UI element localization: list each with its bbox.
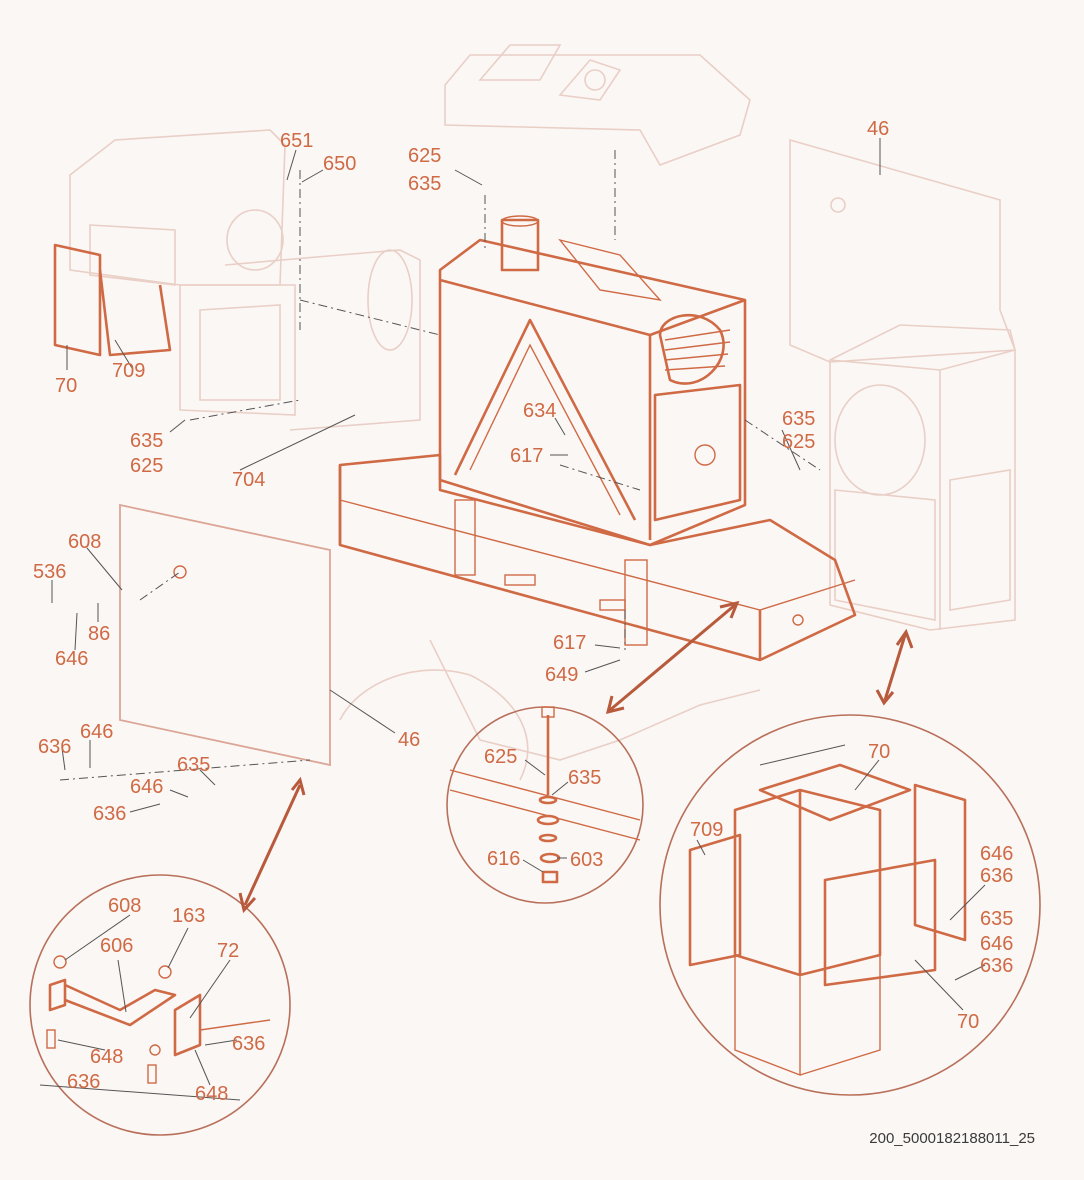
callout-70-left: 70 xyxy=(55,375,77,397)
callout-636-detail-d: 636 xyxy=(67,1071,100,1093)
callout-46-left: 46 xyxy=(398,729,420,751)
central-frame xyxy=(438,215,747,547)
callout-709-detail: 709 xyxy=(690,819,723,841)
callout-625-left: 625 xyxy=(130,455,163,477)
callout-648-a: 648 xyxy=(90,1046,123,1068)
top-cover-panel xyxy=(444,44,751,166)
detail-circle-right xyxy=(659,714,1041,1096)
callout-603: 603 xyxy=(570,849,603,871)
callout-646-detail-b: 646 xyxy=(980,933,1013,955)
callout-651: 651 xyxy=(280,130,313,152)
callout-625-detail: 625 xyxy=(484,746,517,768)
callout-709-left: 709 xyxy=(112,360,145,382)
callout-163: 163 xyxy=(172,905,205,927)
callout-70-detail-bottom: 70 xyxy=(957,1011,979,1033)
callout-635-right: 635 xyxy=(782,408,815,430)
assembly-lines xyxy=(59,150,821,781)
callout-646-b: 646 xyxy=(130,776,163,798)
callout-635-detail-b: 635 xyxy=(980,908,1013,930)
callout-634: 634 xyxy=(523,400,556,422)
callout-650: 650 xyxy=(323,153,356,175)
callout-617-upper: 617 xyxy=(510,445,543,467)
detail-circle-bottom-left xyxy=(29,874,291,1136)
callout-636-a: 636 xyxy=(38,736,71,758)
callout-labels: 651 650 625 635 46 70 709 635 625 704 63… xyxy=(33,118,1013,1105)
callout-86: 86 xyxy=(88,623,110,645)
callout-646-a: 646 xyxy=(80,721,113,743)
gasket-70-left xyxy=(53,243,172,357)
callout-608-panel: 608 xyxy=(68,531,101,553)
callout-635-left: 635 xyxy=(130,430,163,452)
detail-circle-bottom-middle xyxy=(446,706,644,904)
callout-648-b: 648 xyxy=(195,1083,228,1105)
base-frame-faint xyxy=(339,639,761,781)
callout-646-detail-a: 646 xyxy=(980,843,1013,865)
callout-636-detail-b: 636 xyxy=(980,955,1013,977)
right-heater-housing xyxy=(829,324,1016,631)
callout-70-detail-top: 70 xyxy=(868,741,890,763)
base-chassis xyxy=(338,453,857,662)
callout-617-lower: 617 xyxy=(553,632,586,654)
callout-625-right: 625 xyxy=(782,431,815,453)
callout-46-right: 46 xyxy=(867,118,889,140)
right-side-panel-46 xyxy=(789,138,1017,363)
callout-635-detail: 635 xyxy=(568,767,601,789)
callout-636-detail-a: 636 xyxy=(980,865,1013,887)
left-side-panel-46 xyxy=(119,503,331,767)
left-heater-housing xyxy=(69,129,421,431)
callout-606: 606 xyxy=(100,935,133,957)
callout-649: 649 xyxy=(545,664,578,686)
drawing-reference-code: 200_5000182188011_25 xyxy=(869,1130,1035,1147)
callout-72: 72 xyxy=(217,940,239,962)
callout-636-detail-c: 636 xyxy=(232,1033,265,1055)
leader-lines xyxy=(51,138,986,1086)
detail-arrows xyxy=(238,600,914,914)
callout-704: 704 xyxy=(232,469,265,491)
callout-635-b: 635 xyxy=(177,754,210,776)
callout-616: 616 xyxy=(487,848,520,870)
callout-608-detail: 608 xyxy=(108,895,141,917)
callout-635: 635 xyxy=(408,173,441,195)
callout-646-panel: 646 xyxy=(55,648,88,670)
callout-636-b: 636 xyxy=(93,803,126,825)
callout-625: 625 xyxy=(408,145,441,167)
callout-536: 536 xyxy=(33,561,66,583)
